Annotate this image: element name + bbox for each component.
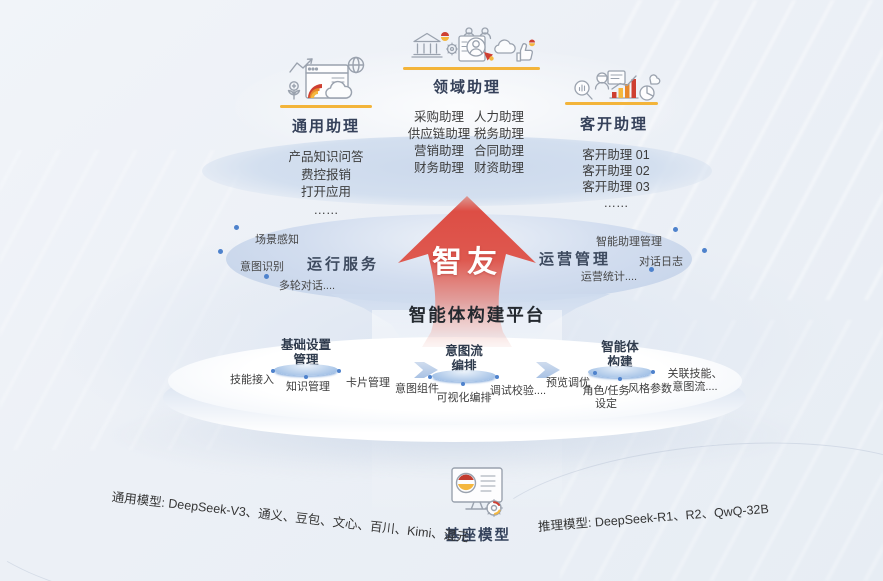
bullet-dot (649, 267, 654, 272)
list-item: 费控报销 (300, 167, 351, 182)
runtime-service-title: 运行服务 (306, 256, 379, 273)
list-item: 产品知识问答 (288, 150, 364, 164)
module-title-agent-build: 智能体 构建 (601, 340, 639, 369)
bullet-dot (702, 248, 707, 253)
general-assistant-title: 通用助理 (291, 118, 360, 135)
bullet-dot (651, 370, 655, 374)
module-ellipse (588, 366, 652, 378)
bullet-dot (673, 227, 678, 232)
ellipsis-item: …… (313, 202, 339, 217)
bullet-dot (264, 274, 269, 279)
list-item: 打开应用 (300, 185, 351, 199)
list-item: 客开助理 02 (582, 164, 650, 178)
module-item: 关联技能、 意图流.... (667, 368, 723, 393)
base-model-label: 基座模型 (445, 528, 511, 544)
operations-item: 运营统计.... (580, 271, 638, 283)
runtime-item: 意图识别 (240, 261, 284, 273)
analyst-chart-icon (570, 68, 662, 106)
platform-title: 智能体构建平台 (408, 305, 546, 325)
top-blue-band (202, 136, 712, 206)
module-item: 角色/任务 设定 (582, 385, 630, 410)
domain-assistant-underline (403, 67, 540, 70)
list-item: 供应链助理 (407, 127, 471, 141)
general-assistant-underline (280, 105, 372, 108)
bullet-dot (337, 369, 341, 373)
monitor-gear-icon (447, 464, 509, 520)
module-item: 可视化编排 (436, 392, 492, 404)
module-item: 调试校验.... (489, 385, 547, 397)
operations-item: 对话日志 (639, 256, 683, 268)
operations-item: 智能助理管理 (596, 236, 662, 248)
custom-assistant-list: 客开助理 01 客开助理 02 客开助理 03 …… (556, 147, 676, 211)
domain-assistant-list-left: 采购助理 供应链助理 营销助理 财务助理 (399, 109, 479, 177)
ellipsis-item: …… (603, 196, 629, 210)
browser-chart-icon (286, 56, 368, 108)
bullet-dot (234, 225, 239, 230)
domain-assistant-title: 领域助理 (432, 79, 501, 96)
list-item: 税务助理 (473, 127, 524, 141)
module-item: 卡片管理 (346, 377, 390, 389)
list-item: 采购助理 (413, 110, 464, 124)
custom-assistant-underline (565, 102, 658, 105)
custom-assistant-title: 客开助理 (579, 116, 648, 133)
bullet-dot (271, 369, 275, 373)
list-item: 营销助理 (413, 144, 464, 158)
list-item: 客开助理 03 (582, 180, 650, 194)
module-item: 知识管理 (286, 381, 330, 393)
runtime-item: 场景感知 (255, 234, 299, 246)
general-assistant-list: 产品知识问答 费控报销 打开应用 …… (266, 149, 386, 219)
list-item: 合同助理 (473, 144, 524, 158)
module-item: 预览调优 (546, 377, 590, 389)
module-title-basic-settings: 基础设置 管理 (280, 338, 331, 367)
module-item: 意图组件 (395, 383, 439, 395)
module-item: 风格参数 (628, 383, 672, 395)
arrow-brand-label: 智友 (432, 246, 502, 279)
bullet-dot (428, 375, 432, 379)
module-item: 技能接入 (230, 374, 274, 386)
operations-title: 运营管理 (538, 251, 611, 268)
list-item: 财资助理 (473, 161, 524, 175)
bullet-dot (495, 375, 499, 379)
bullet-dot (618, 377, 622, 381)
list-item: 财务助理 (413, 161, 464, 175)
list-item: 人力助理 (473, 110, 524, 124)
bullet-dot (593, 371, 597, 375)
bullet-dot (218, 249, 223, 254)
module-title-intent-flow: 意图流 编排 (445, 344, 483, 373)
module-ellipse (432, 370, 496, 382)
list-item: 客开助理 01 (582, 148, 650, 162)
module-ellipse (274, 364, 338, 376)
runtime-item: 多轮对话.... (278, 280, 336, 292)
domain-assistant-list-right: 人力助理 税务助理 合同助理 财资助理 (459, 109, 539, 177)
bank-people-icon (405, 26, 540, 66)
bullet-dot (461, 382, 465, 386)
bullet-dot (304, 375, 308, 379)
